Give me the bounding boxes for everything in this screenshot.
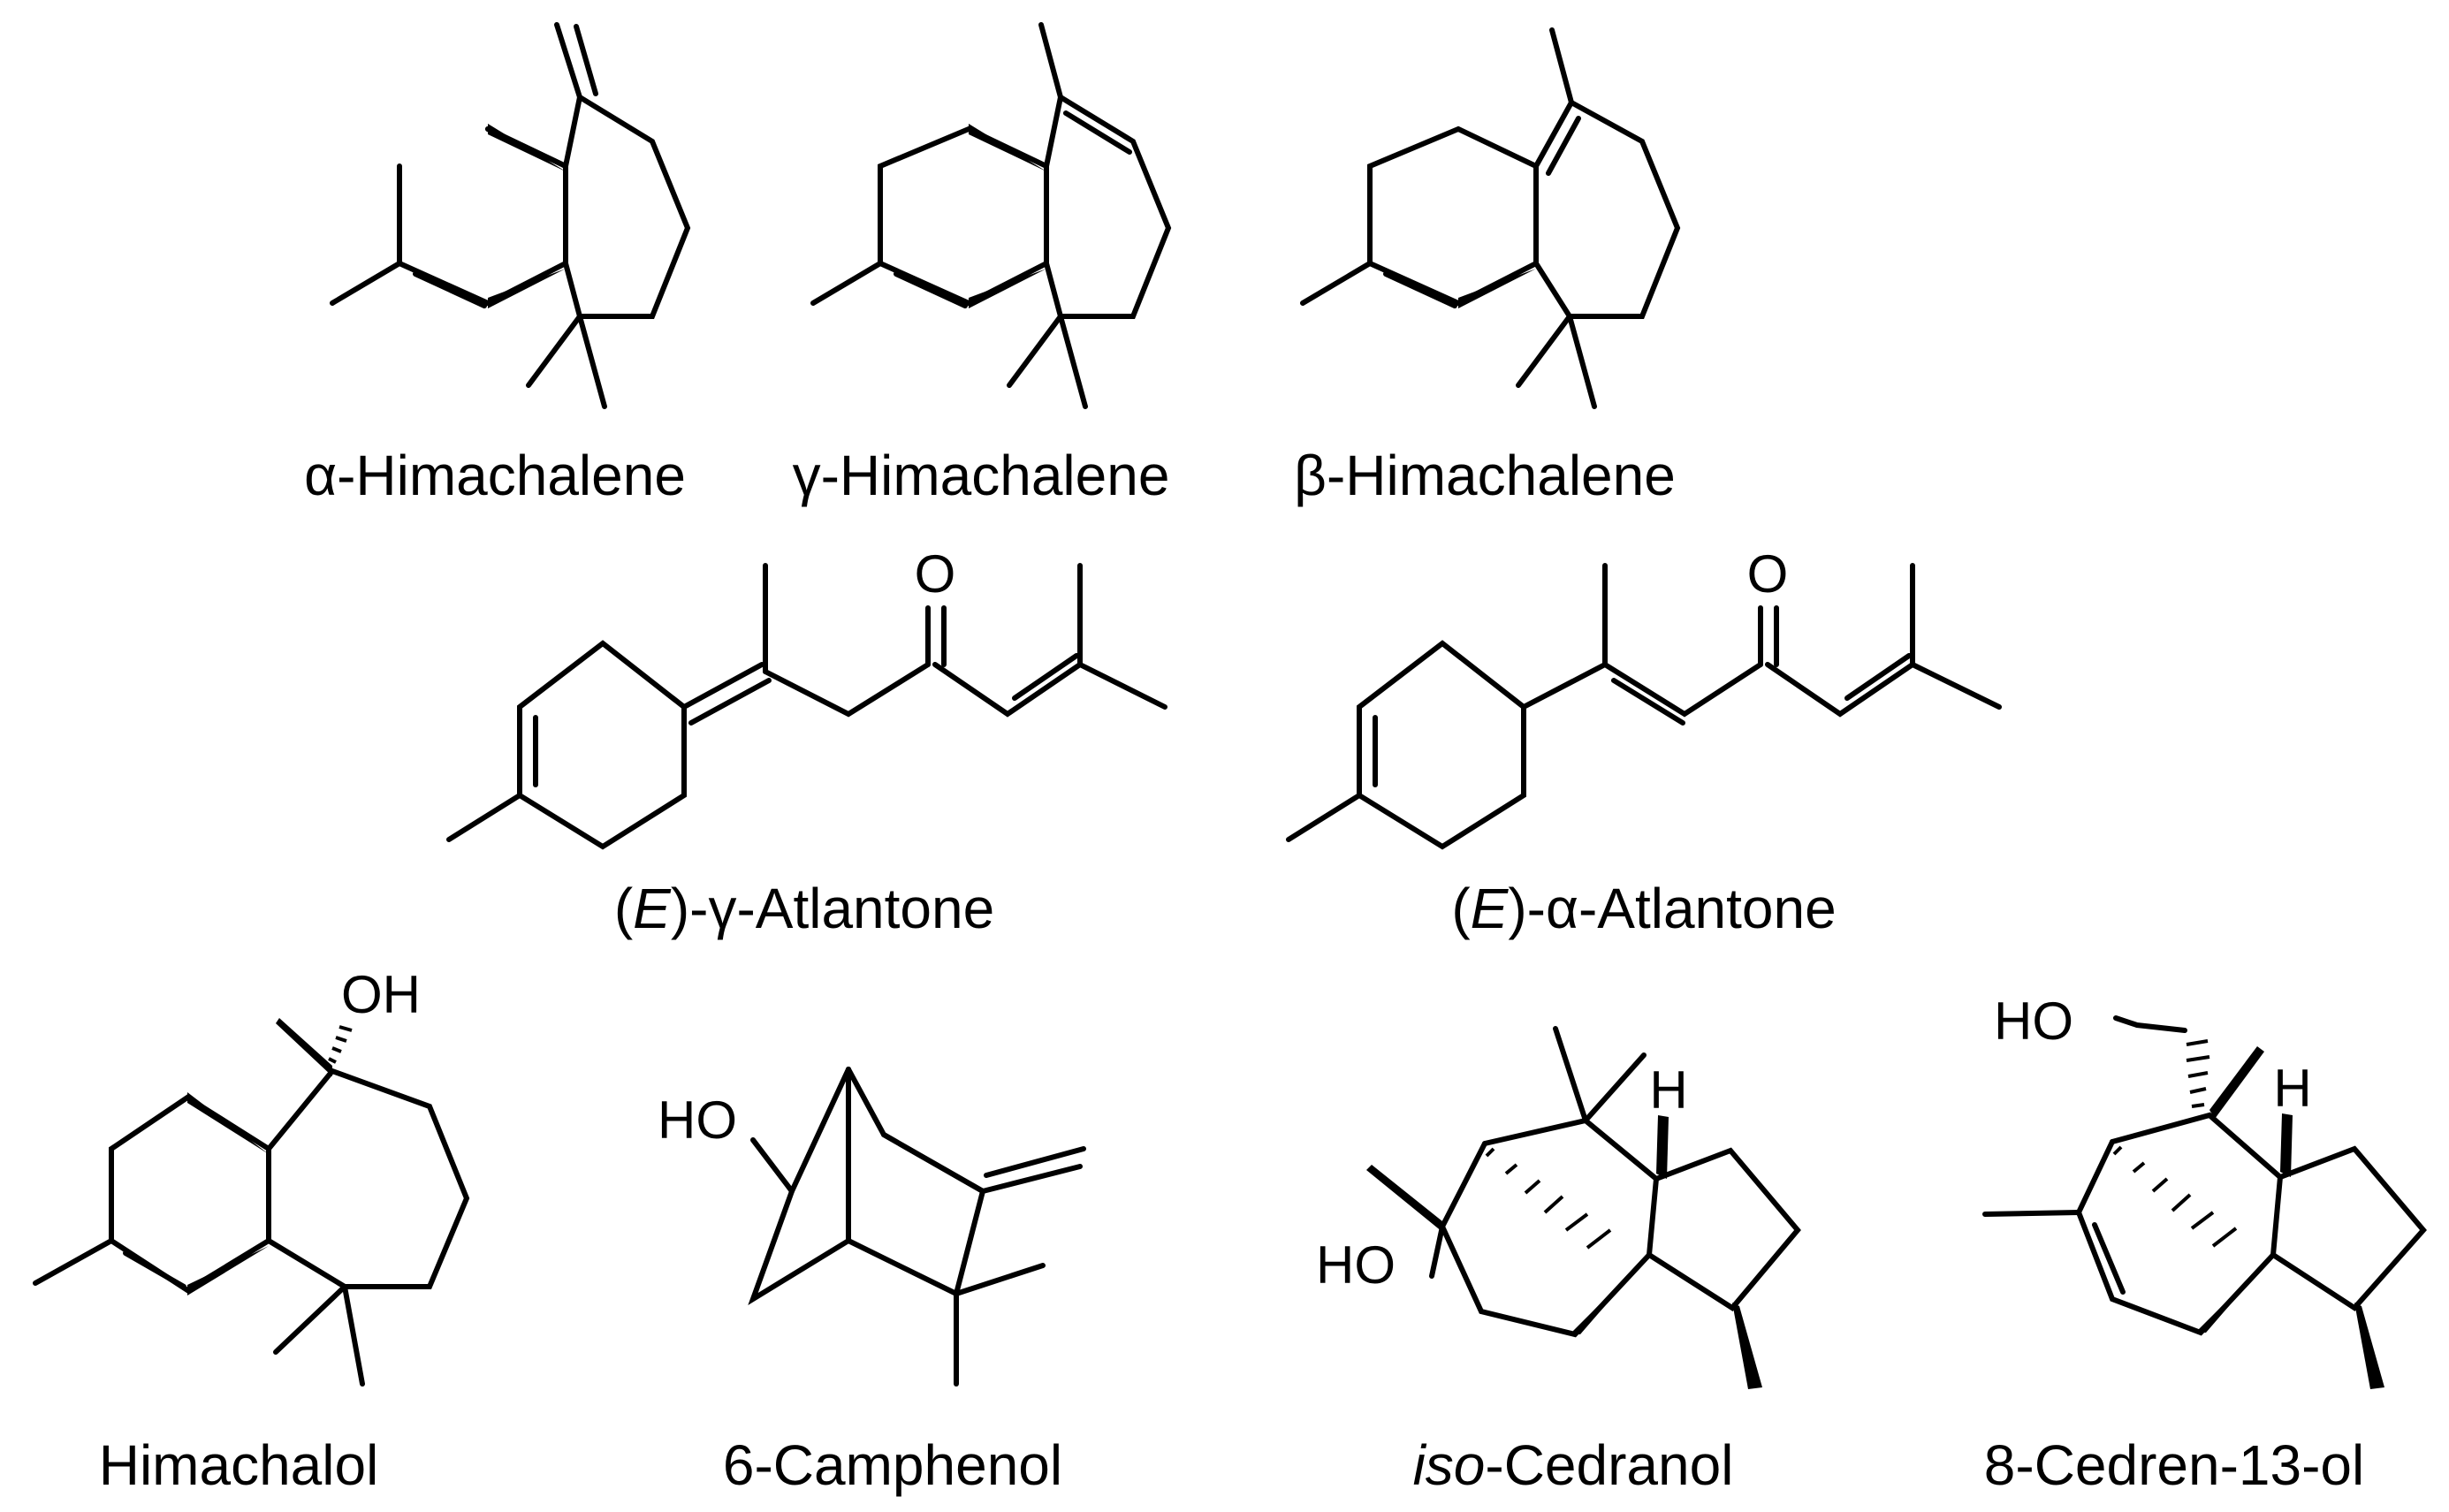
structure-iso-cedranol: [1366, 1026, 1801, 1389]
structure-alpha-himachalene: [330, 22, 691, 409]
caption-8-cedren-13-ol: 8-Cedren-13-ol: [1984, 1433, 2364, 1497]
oxygen-atom: O: [915, 544, 956, 604]
structure-e-gamma-atlantone: [446, 563, 1167, 850]
hydroxyl-group: HO: [1994, 992, 2073, 1051]
oxygen-atom: O: [1747, 544, 1789, 604]
structure-beta-himachalene: [1300, 27, 1681, 409]
hydroxyl-group: OH: [341, 965, 421, 1024]
hashed-bond: [2186, 1039, 2210, 1108]
hydrogen-atom: H: [2273, 1059, 2311, 1118]
caption-alpha-himachalene: α-Himachalene: [304, 444, 686, 507]
hashed-bond: [1485, 1147, 1612, 1250]
structure-himachalol: [33, 1018, 470, 1387]
caption-e-alpha-atlantone: (E)-α-Atlantone: [1451, 877, 1836, 940]
structure-e-alpha-atlantone: [1286, 563, 2002, 850]
hydroxyl-group: HO: [1316, 1235, 1396, 1295]
caption-iso-cedranol: iso-Cedranol: [1413, 1433, 1734, 1497]
structure-8-cedren-13-ol: [1982, 1015, 2427, 1389]
hydroxyl-group: HO: [658, 1090, 737, 1150]
caption-himachalol: Himachalol: [99, 1433, 379, 1497]
caption-e-gamma-atlantone: (E)-γ-Atlantone: [614, 877, 994, 940]
hashed-bond: [2112, 1145, 2238, 1248]
hydrogen-atom: H: [1649, 1060, 1687, 1120]
structure-6-camphenol: [748, 1067, 1086, 1387]
caption-6-camphenol: 6-Camphenol: [723, 1433, 1062, 1497]
caption-beta-himachalene: β-Himachalene: [1294, 444, 1676, 507]
structure-gamma-himachalene: [810, 22, 1172, 409]
caption-gamma-himachalene: γ-Himachalene: [793, 444, 1170, 507]
